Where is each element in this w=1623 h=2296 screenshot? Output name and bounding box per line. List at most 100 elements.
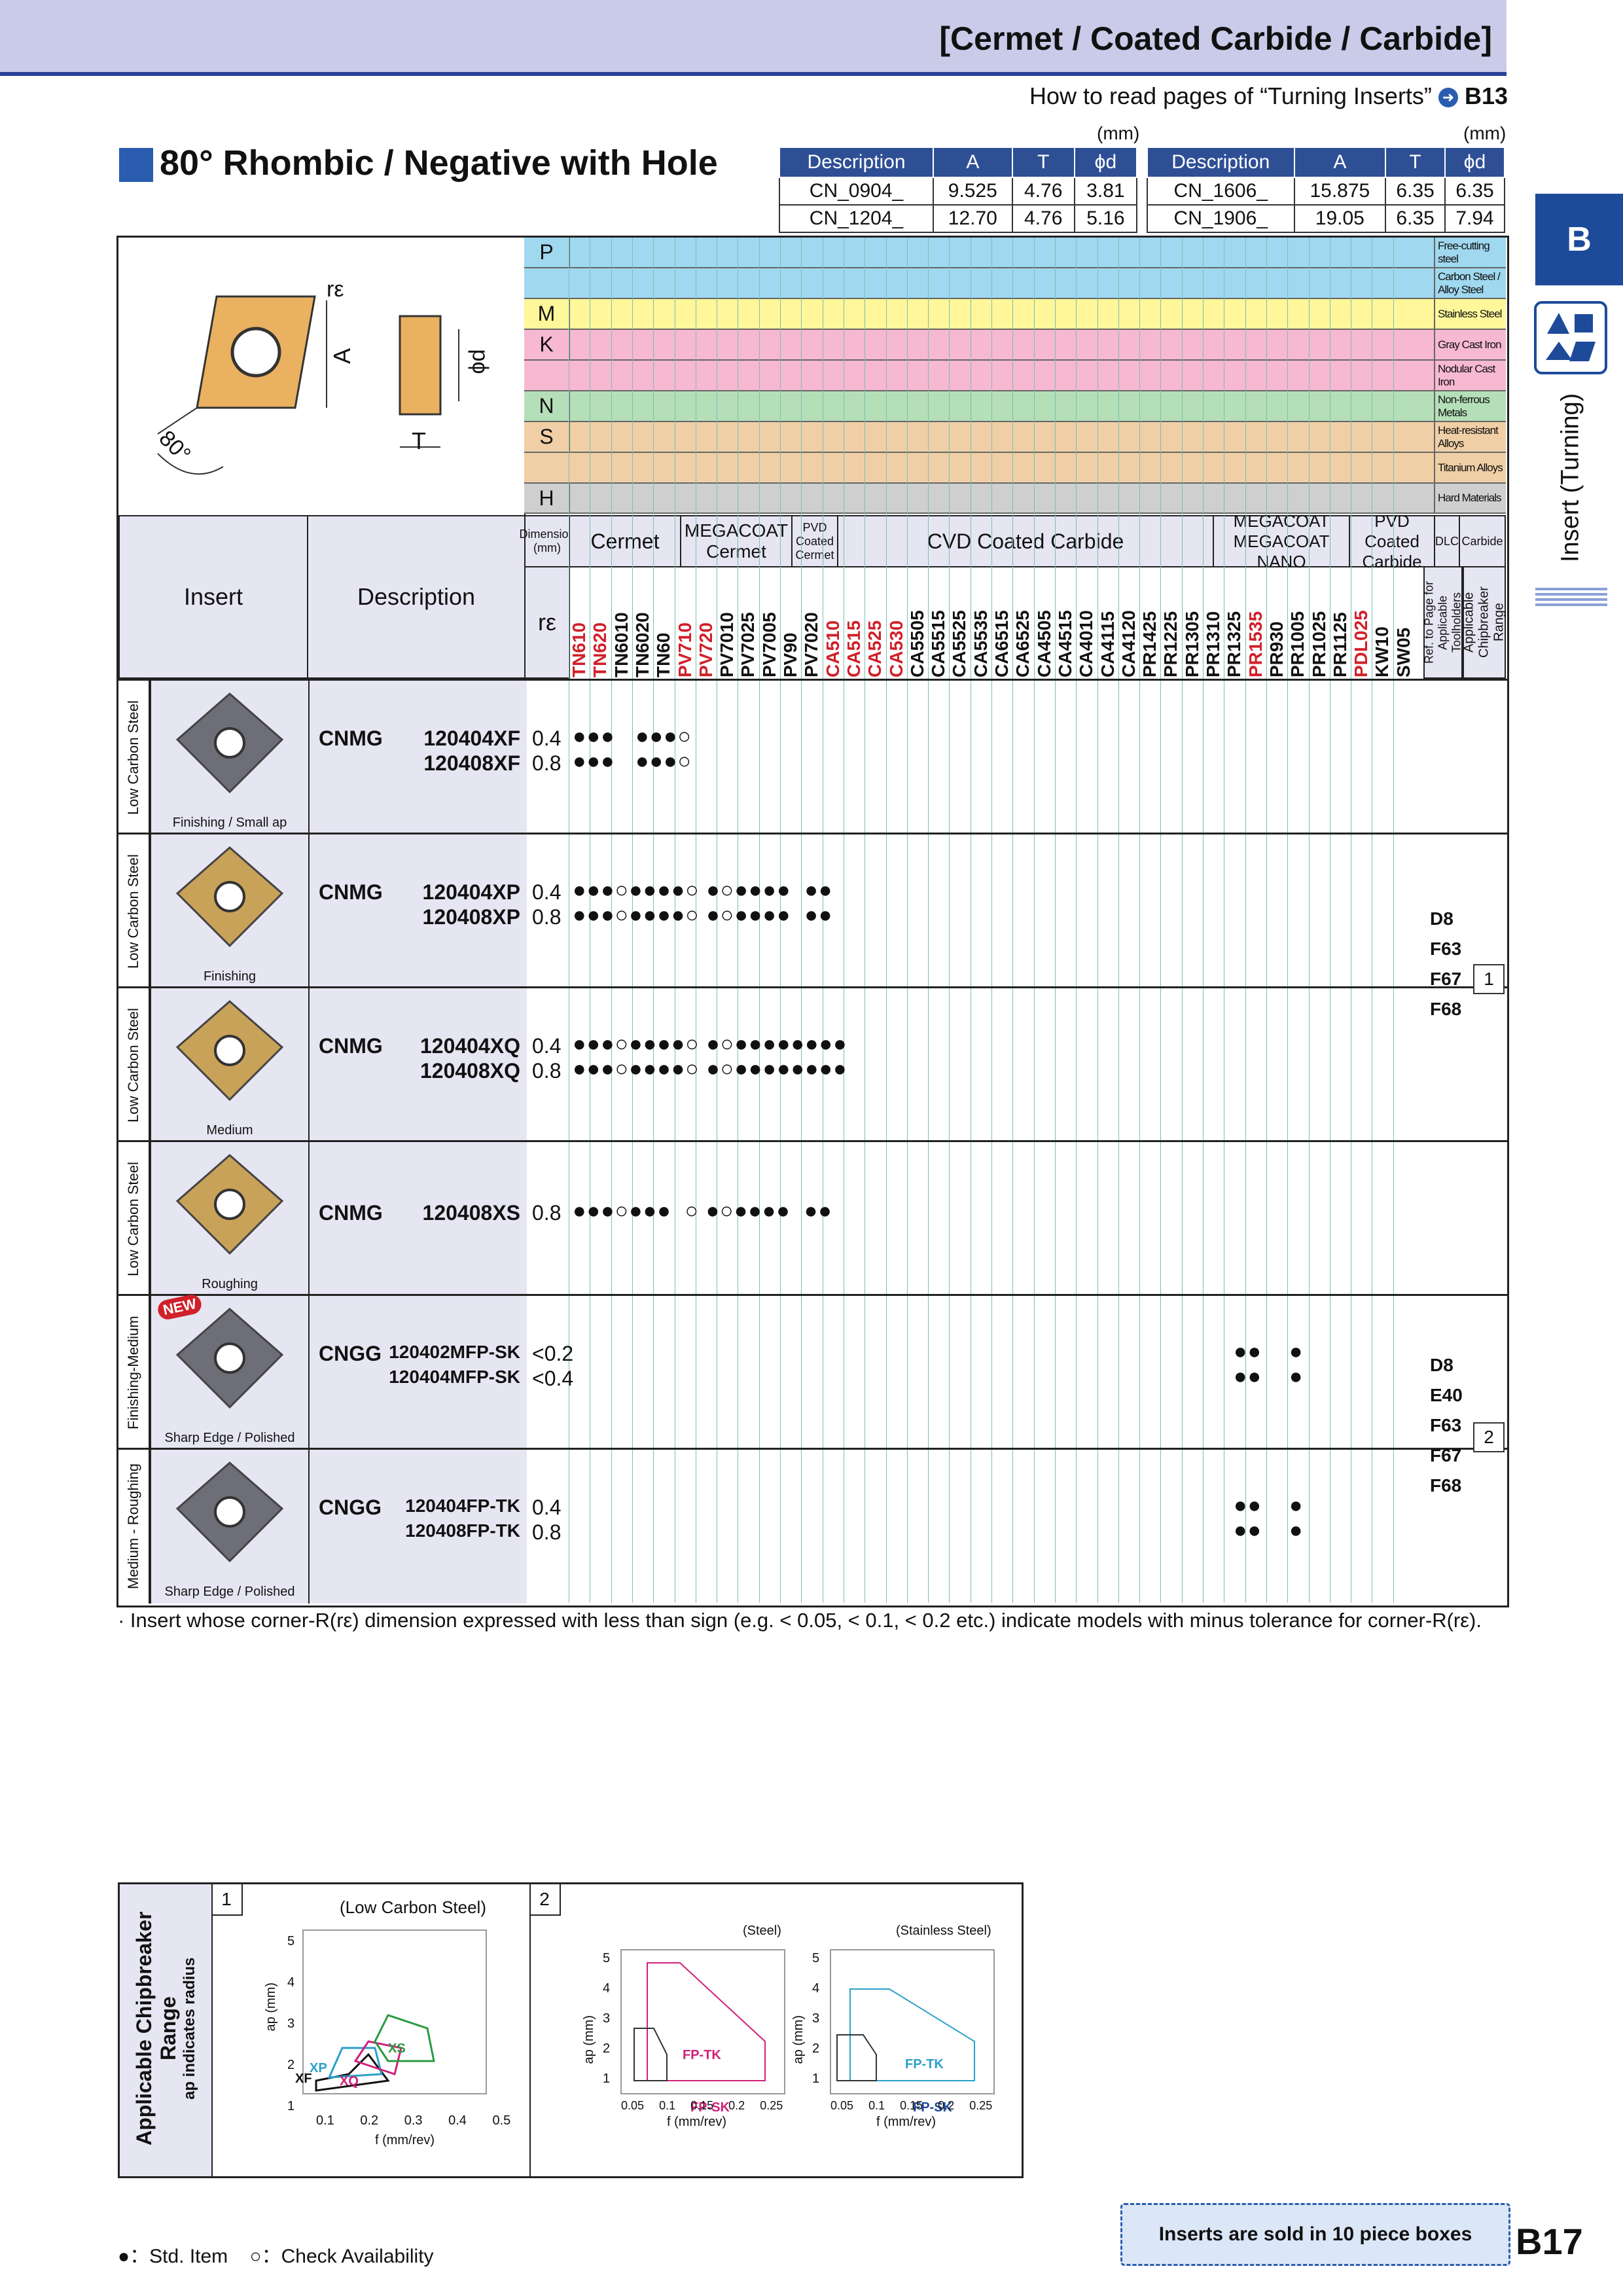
howto-link[interactable]: How to read pages of “Turning Inserts” ➜…: [1029, 82, 1508, 110]
page-title: 80° Rhombic / Negative with Hole: [160, 143, 718, 183]
dim-cell: CN_1606_: [1147, 177, 1295, 206]
insert-photo: [175, 1462, 284, 1563]
legend-std: ●：Std. Item: [118, 2246, 228, 2267]
range-ref-2[interactable]: 2: [1473, 1422, 1505, 1452]
insert-number[interactable]: 120408XS: [422, 1201, 520, 1225]
work-material-label: Medium - Roughing: [118, 1450, 150, 1604]
group-pvd-cermet: PVD Coated Cermet: [791, 515, 838, 567]
insert-number[interactable]: 120402MFP-SK: [389, 1342, 520, 1362]
tick: 4: [603, 1981, 611, 1996]
tick: 0.05: [830, 2099, 854, 2112]
ref-page[interactable]: F68: [1430, 999, 1462, 1019]
group-cermet: Cermet: [569, 515, 681, 567]
ref-page[interactable]: F63: [1430, 939, 1462, 959]
grade-column-stripe: [1245, 238, 1246, 1603]
insert-number[interactable]: 120408XF: [423, 751, 520, 775]
tick: 0.05: [621, 2099, 645, 2112]
grade-pv7025: PV7025: [738, 612, 758, 677]
ref-page[interactable]: F67: [1430, 969, 1462, 989]
insert-dimension-drawing: [157, 295, 459, 475]
material-name: Gray Cast Iron: [1434, 330, 1506, 359]
tick: 0.2: [728, 2099, 745, 2112]
corner-radius-note: · Insert whose corner-R(rε) dimension ex…: [118, 1609, 1482, 1632]
grade-pv7010: PV7010: [717, 612, 738, 677]
series-label-fp-tk-2: FP-TK: [905, 2057, 944, 2072]
insert-number[interactable]: 120408XQ: [419, 1059, 520, 1083]
ref-page[interactable]: F67: [1430, 1445, 1462, 1465]
insert-number[interactable]: 120408FP-TK: [405, 1520, 520, 1541]
dim-cell: 6.35: [1444, 177, 1505, 206]
availability-dots: ●●●○●●●●○ ●○●●●● ●●: [573, 903, 833, 927]
insert-number[interactable]: 120404MFP-SK: [389, 1367, 520, 1387]
chipbreaker-chart-1: [302, 1929, 487, 2094]
grade-column-stripe: [780, 238, 781, 1603]
grade-column-stripe: [928, 238, 929, 1603]
ref-page[interactable]: F68: [1430, 1475, 1462, 1496]
grade-column-stripe: [611, 238, 612, 1603]
ref-page[interactable]: D8: [1430, 1355, 1454, 1375]
dim-cell: 9.525: [933, 177, 1013, 206]
insert-diagram: rε A T ϕd 80°: [118, 238, 526, 518]
chipbreaker-subtitle: ap indicates radius: [181, 1957, 198, 2100]
grade-pv7005: PV7005: [758, 612, 779, 677]
legend: ●：Std. Item ○：Check Availability: [118, 2240, 434, 2269]
chipbreaker-caption: Sharp Edge / Polished: [164, 1585, 295, 1599]
range-ref-1[interactable]: 1: [1473, 964, 1505, 994]
corner-radius-value: 0.8: [532, 751, 562, 775]
dim-unit-2: (mm): [1463, 123, 1507, 143]
series-label-fp-sk: FP-SK: [690, 2100, 730, 2115]
panel-number: 1: [211, 1884, 243, 1916]
material-name: Non-ferrous Metals: [1434, 391, 1506, 421]
insert-image: Roughing: [150, 1142, 308, 1296]
grade-column-stripe: [1266, 238, 1267, 1603]
side-decoration: [1535, 588, 1607, 607]
chipbreaker-caption: Finishing / Small ap: [172, 816, 287, 830]
range-header: Applicable Chipbreaker Range: [1462, 566, 1507, 679]
insert-number[interactable]: 120408XP: [422, 905, 520, 929]
grade-ca6525: CA6525: [1012, 610, 1033, 677]
availability-dots: ●●●○●●●●○ ●○●●●●●●●●: [573, 1031, 847, 1056]
panel-caption: (Low Carbon Steel): [340, 1897, 486, 1917]
insert-code: CNMG: [319, 1201, 383, 1225]
panel-caption-stainless: (Stainless Steel): [896, 1924, 991, 1938]
grade-column-stripe: [1287, 238, 1289, 1603]
dim-header: Description: [778, 147, 935, 178]
insert-number[interactable]: 120404FP-TK: [405, 1496, 520, 1516]
material-name: Free-cutting steel: [1434, 238, 1506, 267]
howto-ref: B13: [1464, 82, 1508, 109]
insert-number[interactable]: 120404XQ: [419, 1034, 520, 1058]
insert-number[interactable]: 120404XP: [422, 880, 520, 904]
grade-ca6515: CA6515: [991, 610, 1012, 677]
x-axis-label: f (mm/rev): [667, 2115, 727, 2129]
ref-page[interactable]: D8: [1430, 908, 1454, 929]
material-name: Carbon Steel / Alloy Steel: [1434, 268, 1506, 298]
dim-cell: 15.875: [1293, 177, 1387, 206]
tick: 5: [812, 1951, 820, 1965]
material-name: Hard Materials: [1434, 484, 1506, 512]
grade-column-stripe: [991, 238, 992, 1603]
corner-radius-value: 0.8: [532, 905, 562, 929]
grade-sw05: SW05: [1393, 627, 1414, 677]
insert-number[interactable]: 120404XF: [423, 726, 520, 750]
tick: 0.1: [868, 2099, 885, 2112]
ref-page[interactable]: E40: [1430, 1385, 1463, 1405]
material-letter: K: [524, 330, 570, 359]
insert-image: Finishing: [150, 834, 308, 988]
section-tab[interactable]: B: [1535, 194, 1623, 285]
ref-page[interactable]: F63: [1430, 1415, 1462, 1435]
dim-cell: 4.76: [1011, 177, 1075, 206]
grade-column-stripe: [1033, 238, 1035, 1603]
grade-pr930: PR930: [1266, 621, 1287, 677]
corner-radius-value: 0.4: [532, 880, 562, 904]
